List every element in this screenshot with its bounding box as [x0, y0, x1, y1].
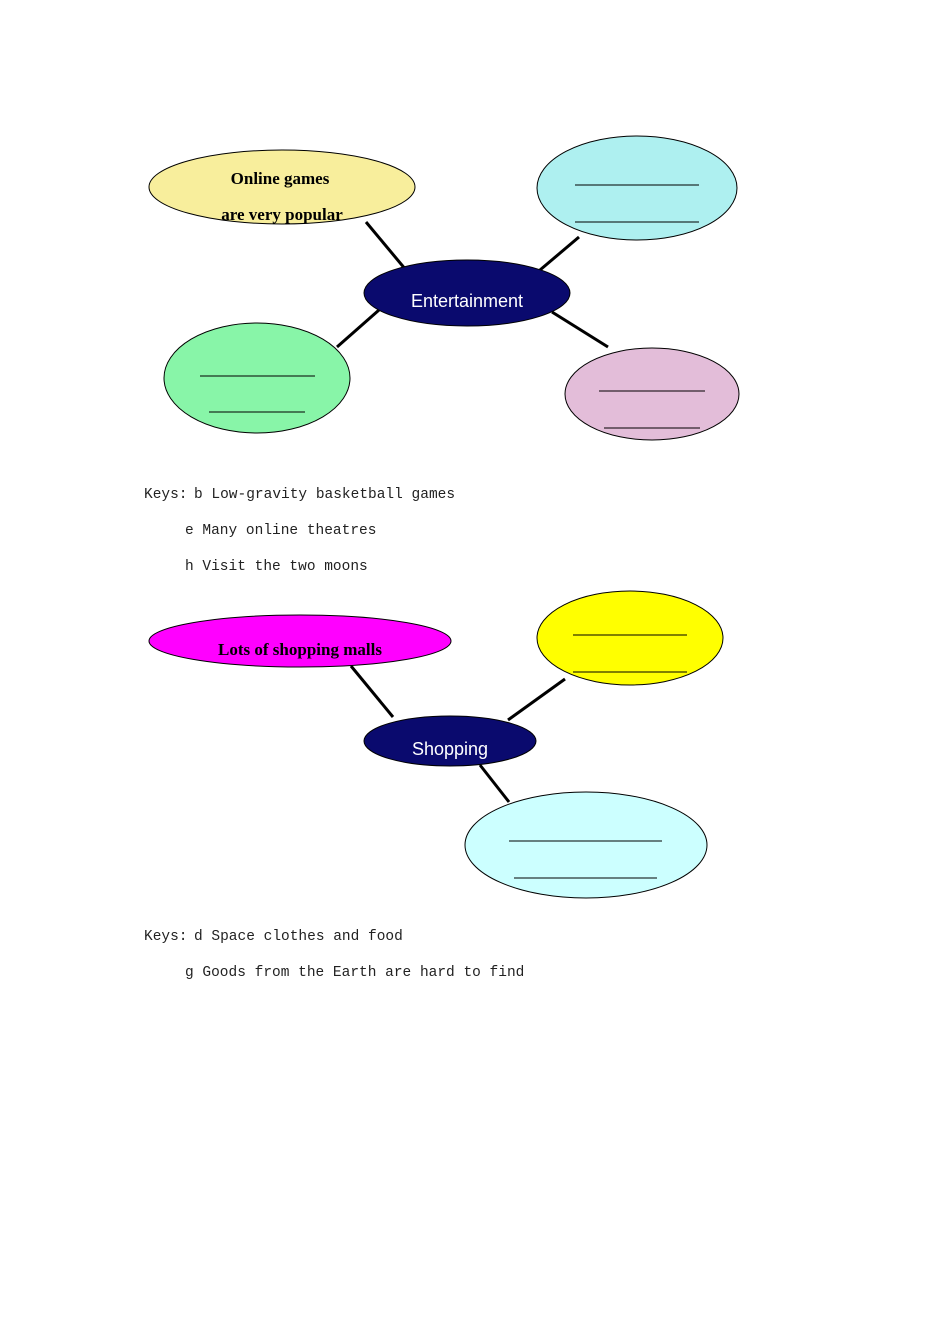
connector-line — [349, 665, 395, 718]
entertainment-node-line-1: Online games — [231, 169, 330, 188]
key-item: g Goods from the Earth are hard to find — [185, 965, 525, 981]
entertainment-center-label: Entertainment — [411, 291, 523, 311]
entertainment-blank-node-bottom-left — [163, 322, 351, 434]
shopping-filled-node — [148, 614, 452, 668]
connector-line — [551, 310, 609, 349]
key-item: b Low-gravity basketball games — [194, 487, 456, 503]
shopping-center-node — [363, 715, 537, 767]
entertainment-filled-node — [148, 149, 416, 225]
connector-line — [539, 235, 580, 272]
key-item: e Many online theatres — [185, 523, 377, 539]
shopping-node-label: Lots of shopping malls — [218, 640, 382, 659]
key-item: h Visit the two moons — [185, 559, 368, 575]
entertainment-node-line-2: are very popular — [221, 205, 343, 224]
shopping-center-label: Shopping — [412, 739, 488, 759]
entertainment-blank-node-top-right — [536, 135, 738, 241]
keys-label: Keys: — [144, 487, 188, 503]
connector-line — [336, 308, 380, 349]
shopping-blank-node-top-right — [536, 590, 724, 686]
connector-line — [507, 677, 566, 722]
entertainment-center-node — [363, 259, 571, 327]
connector-line — [364, 221, 408, 271]
connector-line — [478, 764, 511, 803]
entertainment-mind-map: Online games are very popular Entertainm… — [148, 135, 740, 441]
keys-label: Keys: — [144, 929, 188, 945]
shopping-mind-map: Lots of shopping malls Shopping — [148, 590, 724, 899]
key-item: d Space clothes and food — [194, 929, 403, 945]
shopping-blank-node-bottom — [464, 791, 708, 899]
entertainment-blank-node-bottom-right — [564, 347, 740, 441]
